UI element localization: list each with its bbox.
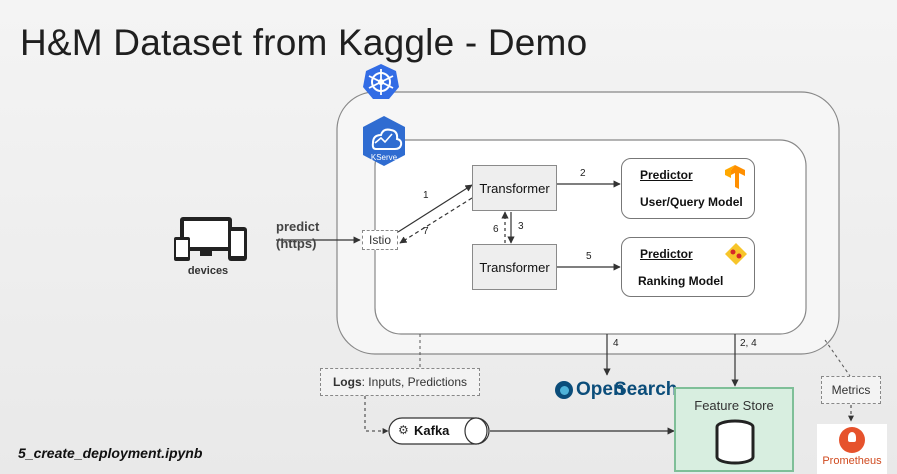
devices-icon [172, 215, 248, 263]
kafka-label: Kafka [414, 423, 450, 438]
edge-1 [397, 184, 473, 233]
opensearch-logo: Open Search [555, 378, 677, 404]
edge-label-5: 5 [586, 251, 592, 262]
edge-label-6: 6 [493, 224, 499, 235]
transformer-box-1: Transformer [472, 165, 557, 211]
predictor-model-label: User/Query Model [640, 195, 743, 209]
istio-gateway: Istio [362, 230, 398, 250]
logs-label-rest: : Inputs, Predictions [361, 375, 468, 389]
logs-to-kafka [364, 396, 389, 434]
https-label: (https) [276, 236, 317, 251]
xgboost-icon [724, 242, 748, 266]
prometheus-flame [848, 432, 856, 442]
edge-label-4: 4 [613, 338, 619, 349]
feature-store-label: Feature Store [694, 398, 774, 413]
edge-label-2: 2 [580, 168, 586, 179]
kserve-label: KServe [370, 153, 398, 162]
tensorflow-icon [724, 164, 746, 190]
kubernetes-icon [362, 63, 400, 101]
database-icon [713, 419, 757, 467]
predict-label: predict [276, 219, 320, 234]
logs-label-bold: Logs [332, 375, 362, 389]
predictor-ranking: Predictor Ranking Model [621, 237, 755, 297]
prometheus-logo: Prometheus [817, 424, 887, 474]
kafka-icon: ⚙ [398, 423, 409, 437]
predictor-title: Predictor [640, 168, 693, 182]
feature-store: Feature Store [674, 387, 794, 472]
opensearch-icon-arc [560, 386, 569, 395]
edge-label-2-4: 2, 4 [740, 338, 757, 349]
edge-label-7: 7 [423, 226, 429, 237]
metrics-connector [824, 339, 851, 377]
edge-label-1: 1 [423, 190, 429, 201]
prometheus-label: Prometheus [822, 455, 882, 467]
predictor-title: Predictor [640, 247, 693, 261]
kserve-icon: KServe [360, 115, 408, 167]
metrics-box: Metrics [821, 376, 881, 404]
edge-label-3: 3 [518, 221, 524, 232]
logs-box: Logs: Inputs, Predictions [320, 368, 480, 396]
opensearch-label-suffix: Search [614, 379, 678, 400]
opensearch-label-prefix: Open [576, 379, 625, 400]
predictor-user-query: Predictor User/Query Model [621, 158, 755, 219]
footer-filename: 5_create_deployment.ipynb [18, 445, 203, 461]
devices-label: devices [187, 265, 229, 277]
edge-7 [399, 197, 473, 244]
transformer-box-2: Transformer [472, 244, 557, 290]
slide-title: H&M Dataset from Kaggle - Demo [20, 22, 588, 63]
kafka-node: ⚙ Kafka [388, 417, 490, 445]
predictor-model-label: Ranking Model [638, 274, 724, 288]
